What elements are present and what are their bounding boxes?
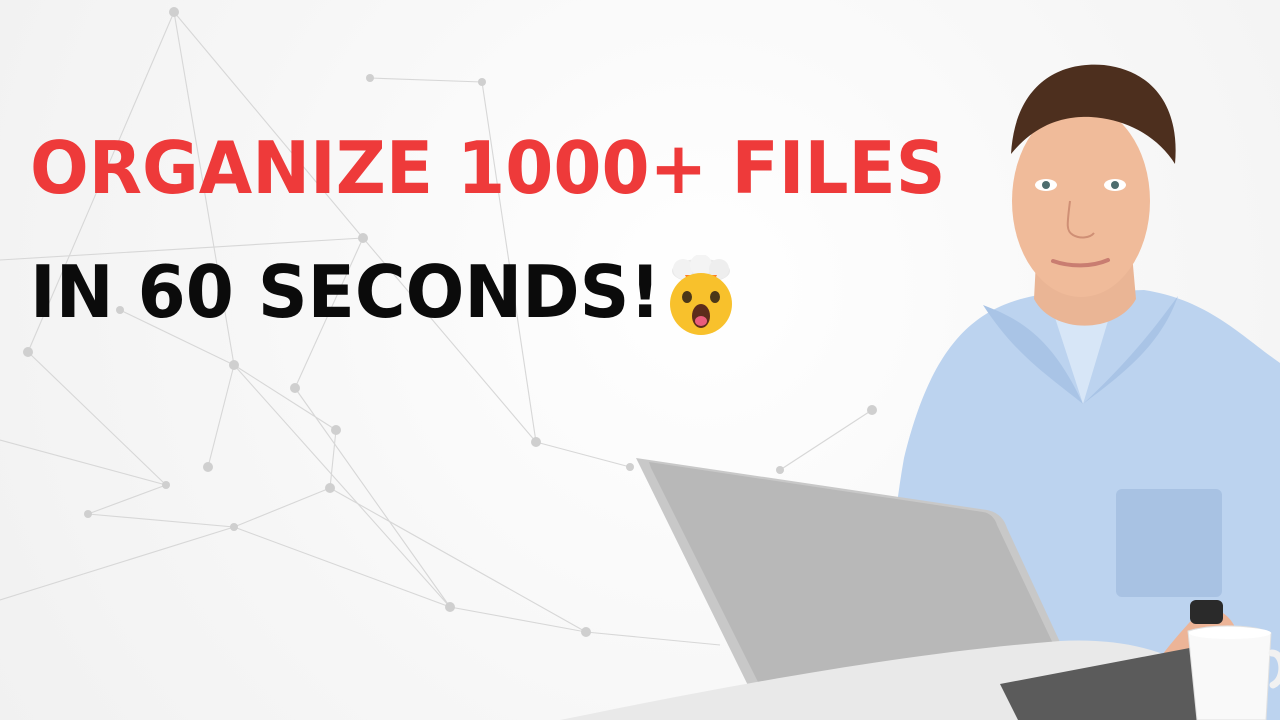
laptop-image — [560, 458, 1200, 720]
headline-line-2: IN 60 SECONDS! — [30, 250, 661, 334]
headline-line-1: ORGANIZE 1000+ FILES — [30, 126, 946, 210]
coffee-mug-image — [1187, 625, 1280, 720]
mind-blown-emoji-icon — [670, 255, 732, 335]
